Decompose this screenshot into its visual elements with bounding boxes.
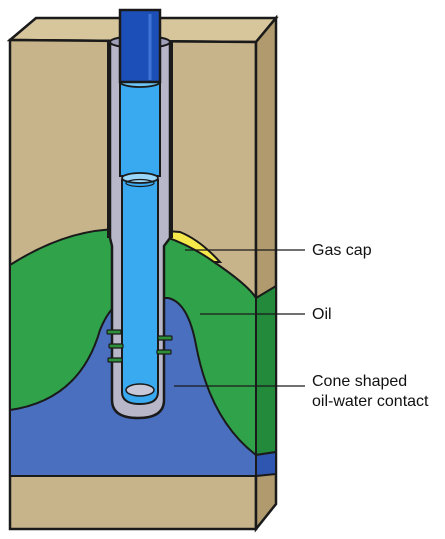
perforation-left-3 — [107, 357, 123, 363]
production-tube-upper — [119, 81, 161, 177]
tube-inner-ring — [125, 178, 155, 188]
perforation-right-1 — [157, 335, 173, 341]
perforation-left-1 — [106, 329, 122, 335]
cone-label-line1: Cone shaped — [312, 373, 407, 390]
oil-label: Oil — [312, 306, 332, 323]
perforations — [106, 329, 173, 363]
oil-side-face — [255, 284, 277, 457]
tube-bottom — [125, 383, 155, 397]
water-side-face — [255, 450, 277, 478]
drill-pipe — [118, 8, 162, 84]
perforation-right-2 — [156, 349, 172, 355]
perforation-left-2 — [108, 343, 124, 349]
cone-label-line2: oil-water contact — [312, 393, 429, 410]
production-tube-lower — [121, 179, 159, 406]
gas-cap-label: Gas cap — [312, 242, 372, 259]
